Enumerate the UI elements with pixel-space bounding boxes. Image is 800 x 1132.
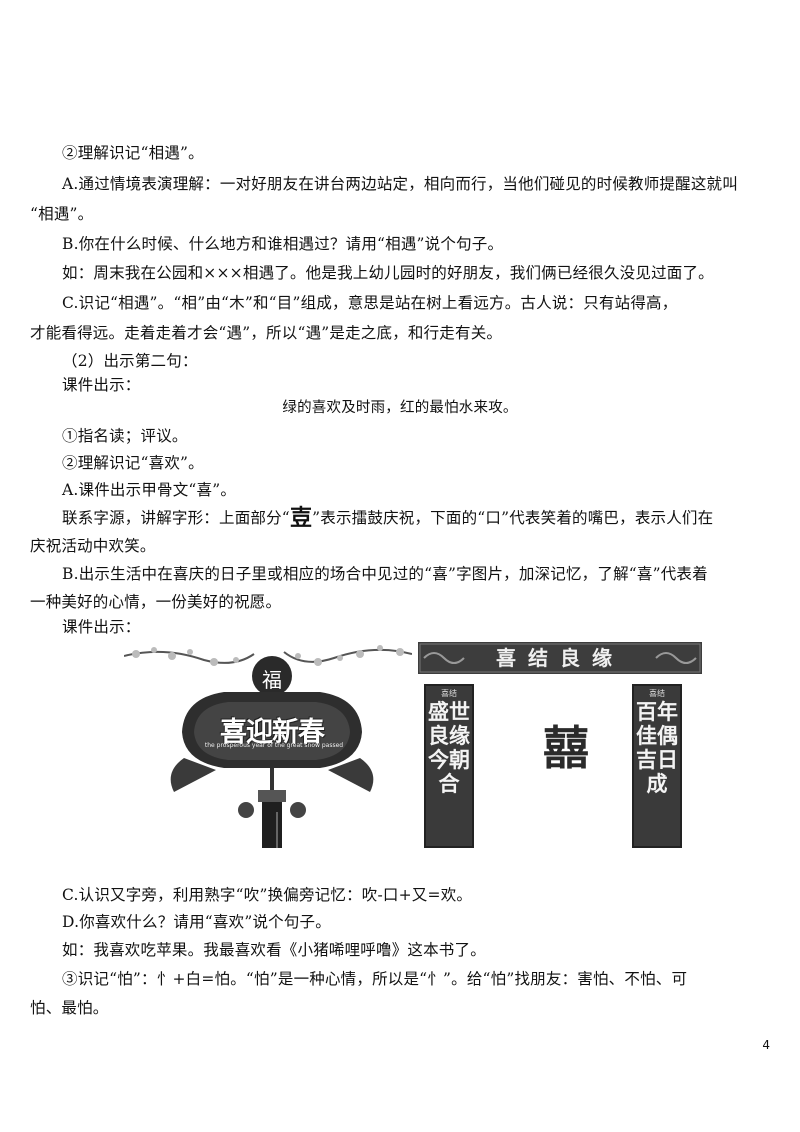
text-line: （2）出示第二句：: [62, 352, 198, 370]
left-couplet-text: 盛世良缘今朝合: [428, 699, 470, 796]
couplet-tag: 喜结: [441, 689, 457, 698]
text-line: 才能看得远。走着走着才会“遇”，所以“遇”是走之底，和行走有关。: [30, 324, 503, 342]
etymology-line: 联系字源，讲解字形：上面部分“壴”表示擂鼓庆祝，下面的“口”代表笑着的嘴巴，表示…: [62, 505, 714, 531]
wedding-background: [418, 642, 702, 674]
right-couplet-text: 百年佳偶吉日成: [636, 699, 678, 796]
poem-line: 绿的喜欢及时雨，红的最怕水来攻。: [282, 400, 518, 416]
text-line: 课件出示：: [62, 376, 141, 394]
wedding-image: 喜结良缘 喜结 盛世良缘今朝合 囍 喜结 百年佳偶吉日成: [418, 642, 702, 848]
double-happiness-character: 囍: [543, 721, 589, 775]
page-number: 4: [762, 1038, 770, 1052]
fu-character: 福: [262, 668, 282, 692]
text-line: “相遇”。: [30, 205, 94, 223]
left-couplet: 喜结 盛世良缘今朝合: [424, 684, 474, 848]
etymology-text: ”表示擂鼓庆祝，下面的“口”代表笑着的嘴巴，表示人们在: [312, 509, 714, 527]
new-year-illustration: [124, 645, 412, 848]
text-line: 如：我喜欢吃苹果。我最喜欢看《小猪唏哩呼噜》这本书了。: [62, 941, 486, 959]
text-line: D.你喜欢什么？请用“喜欢”说个句子。: [62, 913, 331, 931]
new-year-title: 喜迎新春: [220, 717, 325, 748]
text-line: ①指名读；评议。: [62, 427, 188, 445]
text-line: B.你在什么时候、什么地方和谁相遇过？请用“相遇”说个句子。: [62, 235, 504, 253]
wedding-banner: 喜结良缘: [496, 646, 624, 670]
new-year-image: 福 喜迎新春 the prosperous year of the great …: [124, 642, 412, 848]
text-line: 课件出示：: [62, 618, 141, 636]
text-line: ③识记“怕”：忄+白=怕。“怕”是一种心情，所以是“忄”。给“怕”找朋友：害怕、…: [62, 970, 688, 988]
text-line: 怕、最怕。: [30, 999, 109, 1017]
right-couplet: 喜结 百年佳偶吉日成: [632, 684, 682, 848]
text-line: B.出示生活中在喜庆的日子里或相应的场合中见过的“喜”字图片，加深记忆，了解“喜…: [62, 565, 708, 583]
text-line: A.课件出示甲骨文“喜”。: [62, 481, 237, 499]
text-line: 如：周末我在公园和×××相遇了。他是我上幼儿园时的好朋友，我们俩已经很久没见过面…: [62, 264, 714, 282]
text-line: C.认识又字旁，利用熟字“吹”换偏旁记忆：吹-口+又=欢。: [62, 886, 473, 904]
text-line: 庆祝活动中欢笑。: [30, 537, 156, 555]
text-line: 一种美好的心情，一份美好的祝愿。: [30, 593, 282, 611]
text-line: C.识记“相遇”。“相”由“木”和“目”组成，意思是站在树上看远方。古人说：只有…: [62, 294, 678, 312]
text-line: A.通过情境表演理解：一对好朋友在讲台两边站定，相向而行，当他们碰见的时候教师提…: [62, 175, 738, 193]
text-line: ②理解识记“相遇”。: [62, 144, 204, 162]
etymology-text: 联系字源，讲解字形：上面部分“: [62, 509, 290, 527]
text-line: ②理解识记“喜欢”。: [62, 454, 204, 472]
new-year-subtitle: the prosperous year of the great snow pa…: [204, 742, 344, 749]
couplet-tag: 喜结: [649, 689, 665, 698]
oracle-glyph: 壴: [289, 505, 313, 531]
